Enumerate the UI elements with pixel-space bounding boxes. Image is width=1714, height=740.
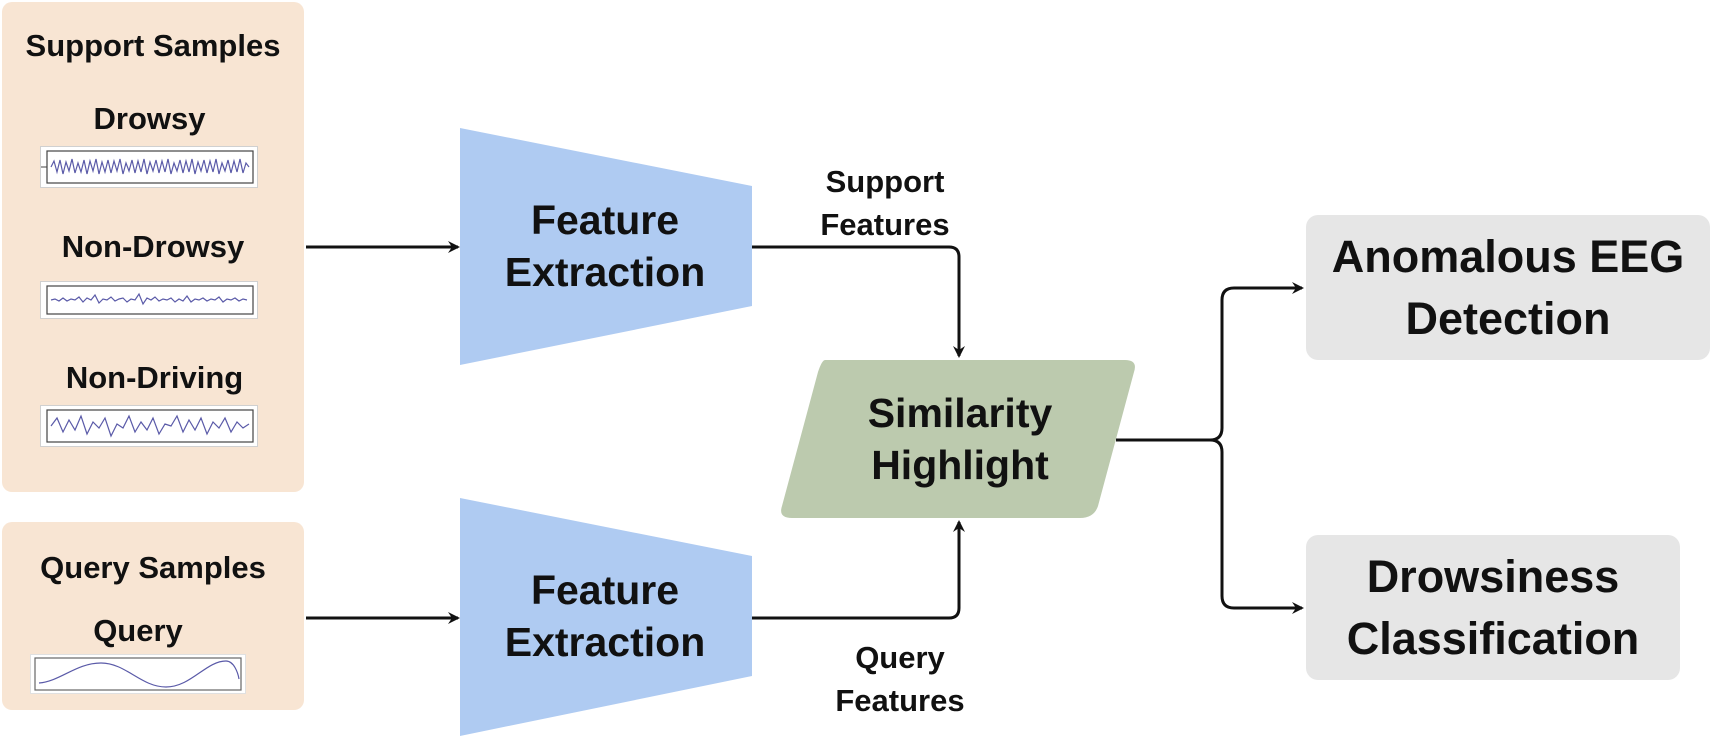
feature-extraction-top-line2: Extraction bbox=[504, 249, 706, 295]
eeg-wave-non-driving bbox=[50, 414, 250, 438]
query-features-line2: Features bbox=[835, 683, 965, 718]
query-features-arrow bbox=[752, 520, 965, 620]
query-features-line1: Query bbox=[855, 640, 945, 675]
support-features-label: Support Features bbox=[780, 160, 990, 246]
drowsiness-classification-label: Drowsiness Classification bbox=[1306, 546, 1680, 670]
output-branch-line-lower bbox=[1209, 438, 1304, 614]
sample-label-non-driving: Non-Driving bbox=[65, 360, 244, 395]
support-features-line1: Support bbox=[825, 164, 945, 199]
feature-extraction-bottom-line2: Extraction bbox=[504, 619, 706, 665]
feature-extractor-bottom-shape bbox=[460, 498, 752, 736]
eeg-signal-query-thumbnail bbox=[30, 654, 246, 694]
sample-label-non-drowsy: Non-Drowsy bbox=[61, 229, 245, 264]
anomalous-eeg-detection-line1: Anomalous EEG bbox=[1331, 231, 1685, 282]
drowsiness-classification-line1: Drowsiness bbox=[1366, 551, 1620, 602]
sample-label-drowsy: Drowsy bbox=[93, 101, 206, 136]
eeg-signal-drowsy-thumbnail bbox=[40, 146, 258, 188]
drowsiness-classification-line2: Classification bbox=[1346, 613, 1640, 664]
feature-extraction-top-line1: Feature bbox=[530, 197, 680, 243]
feature-extractor-top-shape bbox=[460, 128, 752, 365]
feature-extraction-bottom-line1: Feature bbox=[530, 567, 680, 613]
eeg-signal-non-driving-thumbnail bbox=[40, 405, 258, 447]
support-features-line2: Features bbox=[820, 207, 950, 242]
sample-label-query: Query bbox=[93, 613, 183, 648]
similarity-highlight-line2: Highlight bbox=[871, 442, 1049, 488]
feature-extraction-bottom-label: Feature Extraction bbox=[470, 564, 740, 668]
query-samples-title: Query Samples bbox=[40, 550, 266, 585]
support-samples-title: Support Samples bbox=[25, 28, 281, 63]
similarity-highlight-shape bbox=[781, 360, 1135, 518]
eeg-wave-query bbox=[38, 660, 240, 688]
anomalous-eeg-detection-label: Anomalous EEG Detection bbox=[1306, 226, 1710, 350]
anomalous-eeg-detection-line2: Detection bbox=[1405, 293, 1611, 344]
output-branch-line bbox=[1116, 282, 1304, 442]
similarity-highlight-line1: Similarity bbox=[867, 390, 1053, 436]
eeg-wave-drowsy bbox=[50, 158, 250, 175]
eeg-wave-non-drowsy bbox=[50, 292, 248, 306]
similarity-highlight-label: Similarity Highlight bbox=[810, 387, 1110, 491]
drowsiness-classification-box bbox=[1306, 535, 1680, 680]
support-features-arrow bbox=[752, 245, 965, 358]
feature-extraction-top-label: Feature Extraction bbox=[470, 194, 740, 298]
eeg-signal-non-drowsy-thumbnail bbox=[40, 281, 258, 319]
anomalous-eeg-detection-box bbox=[1306, 215, 1710, 360]
query-features-label: Query Features bbox=[795, 636, 1005, 722]
